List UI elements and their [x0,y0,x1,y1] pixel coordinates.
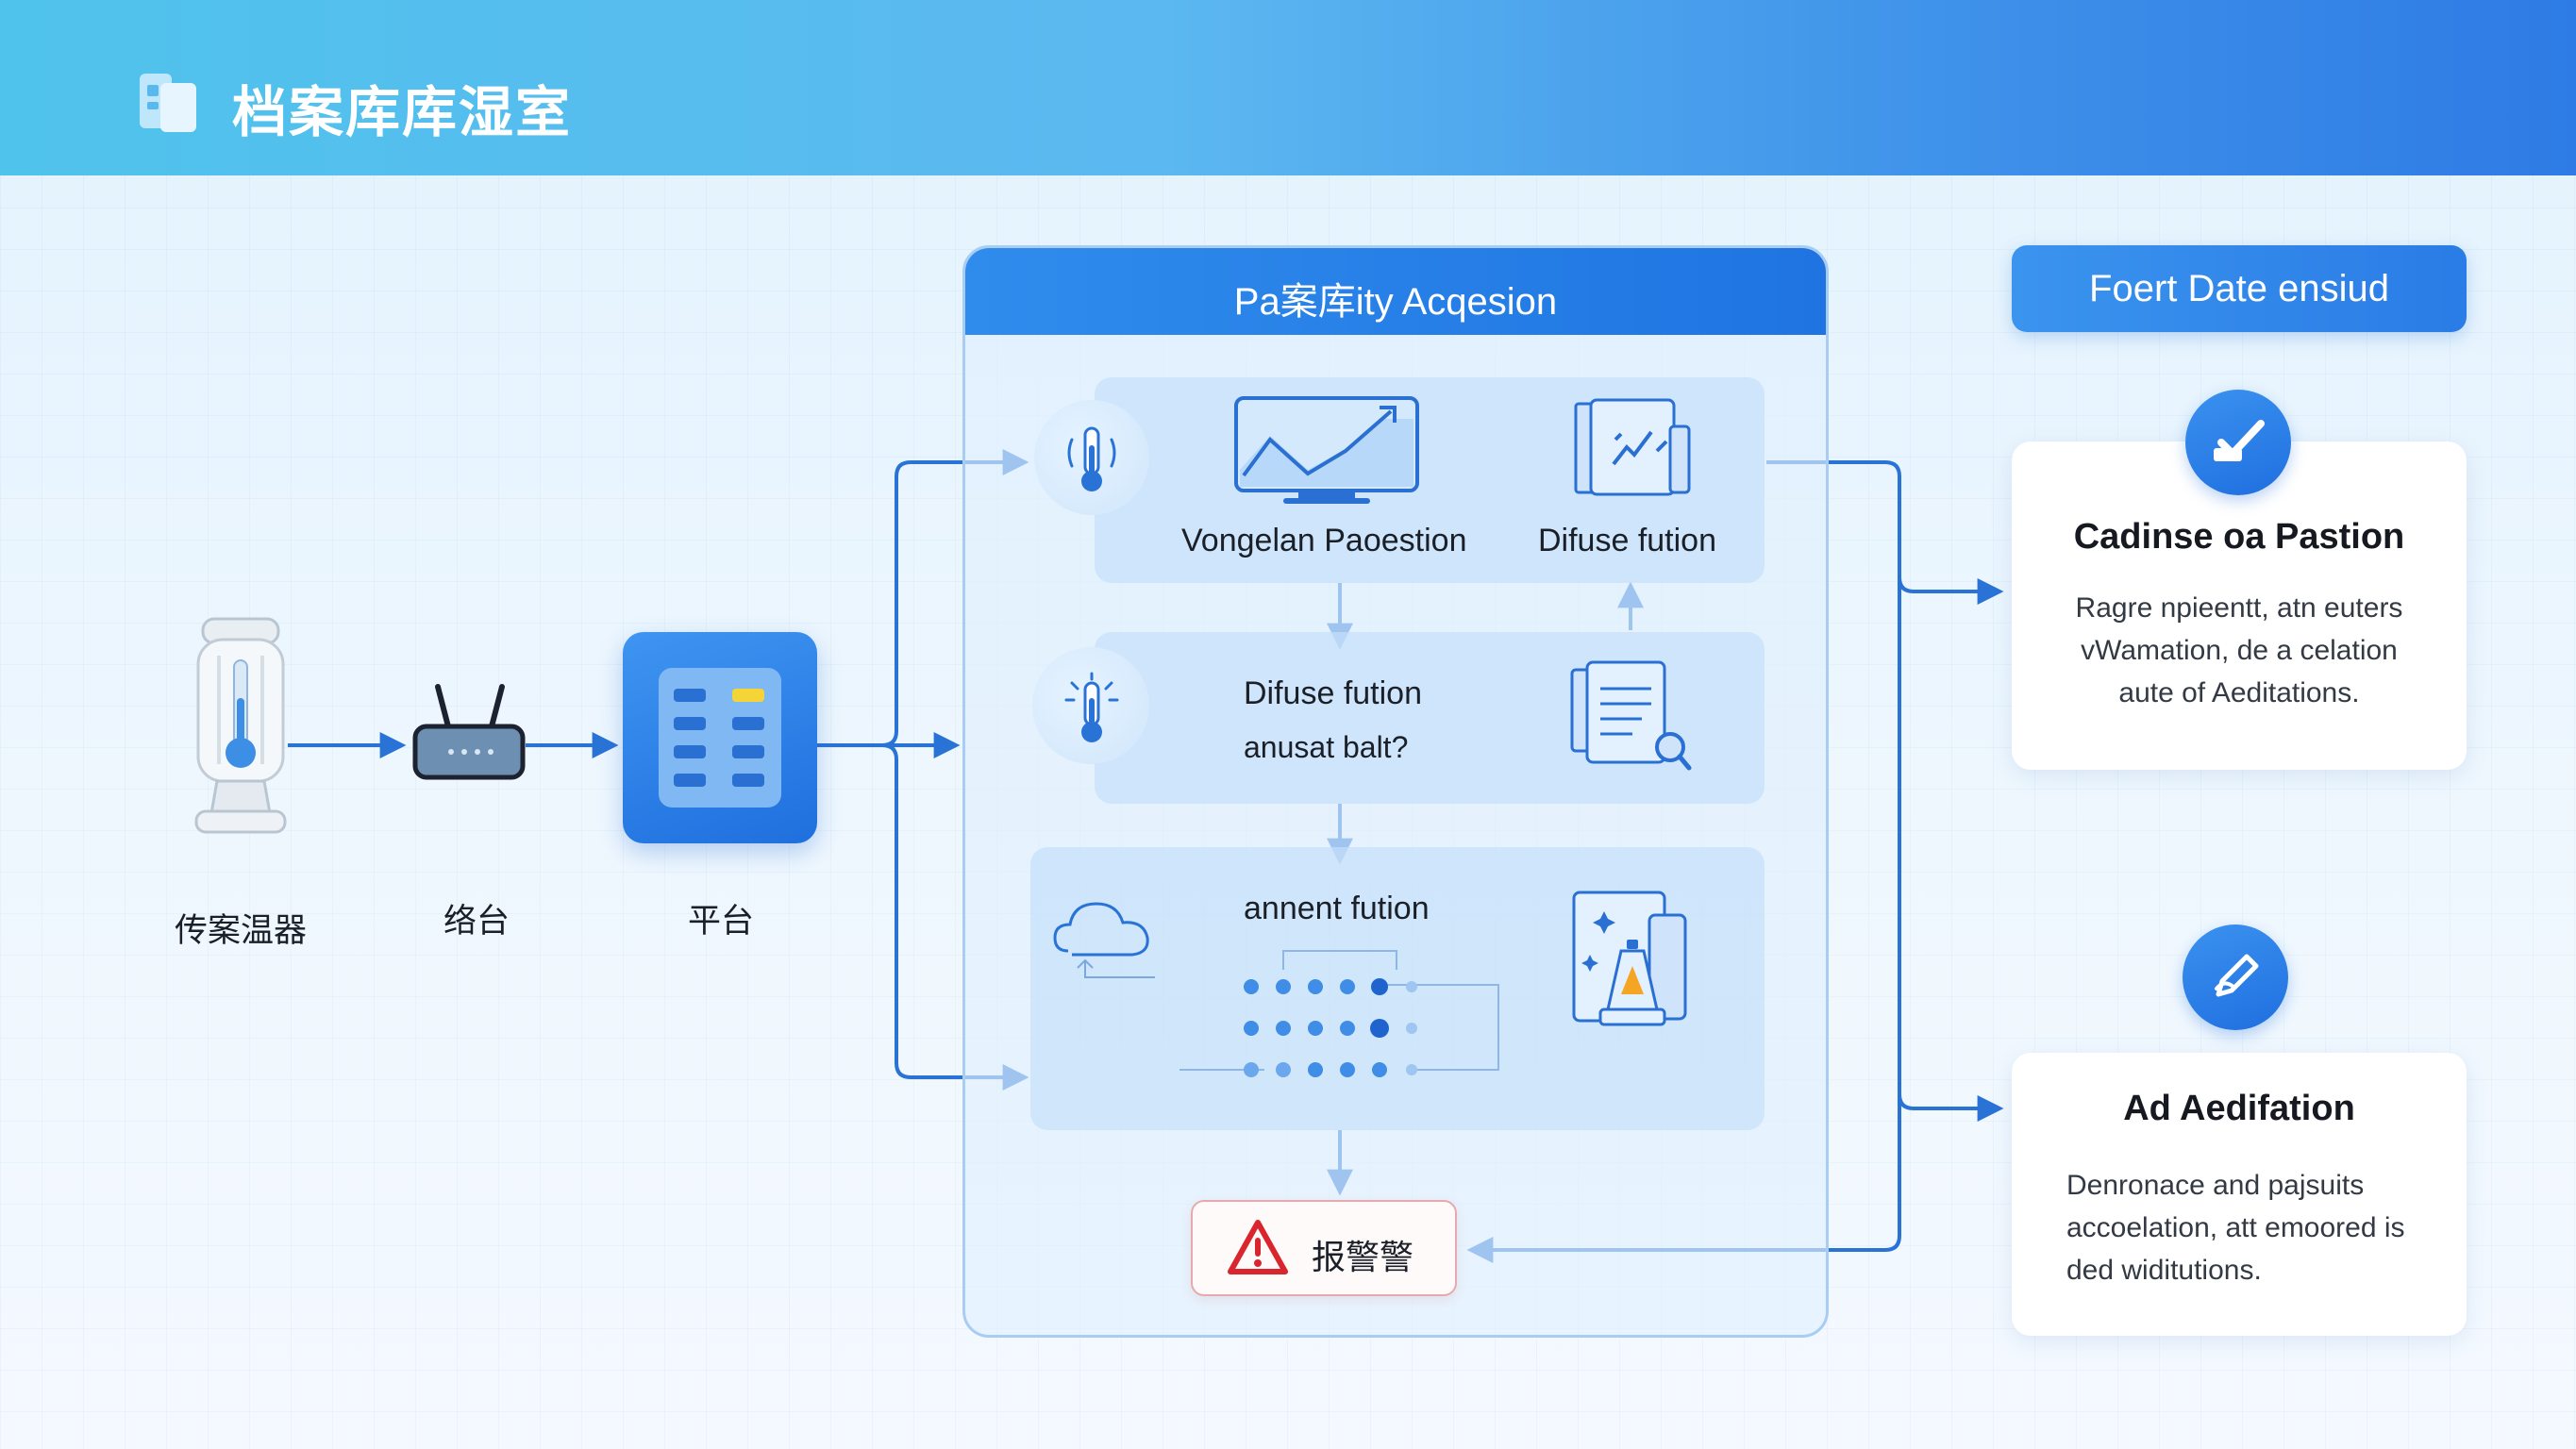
result-card-2: Ad Aedifation Denronace and pajsuits acc… [2012,1053,2467,1336]
result-card-2-line-3: ded widitutions. [2066,1255,2262,1286]
platform-node[interactable] [623,632,817,843]
result-card-1-line-1: Ragre npieentt, atn euters [2075,592,2403,624]
flow-node-platform-label: 平台 [687,903,754,940]
result-card-1-line-3: aute of Aeditations. [2118,677,2360,708]
stage-1-item-1-label: Vongelan Paoestion [1181,523,1467,558]
flow-node-router-label: 络台 [443,903,510,940]
thermometer-icon [1064,672,1119,742]
right-column-header[interactable]: Foert Date ensiud [2012,245,2467,332]
result-card-1: Cadinse oa Pastion Ragre npieentt, atn e… [2012,441,2467,770]
document-alert-icon [1572,891,1687,1026]
document-search-icon [1570,660,1692,771]
result-card-2-body: Denronace and pajsuits accoelation, att … [2066,1164,2453,1291]
warning-triangle-icon [1228,1220,1288,1274]
flow-node-sensor-label: 传案温器 [174,912,307,949]
right-column-header-label: Foert Date ensiud [2089,268,2389,309]
data-matrix-graphic [1179,950,1499,1077]
cloud-icon [1053,902,1155,978]
alarm-label: 报警警 [1312,1238,1414,1276]
server-panel-icon [659,668,781,808]
pen-badge-icon [2183,924,2288,1030]
alarm-box[interactable]: 报警警 [1191,1200,1457,1296]
acquisition-panel-title: Pa案库ity Acqesion [1233,281,1558,323]
stage-1-item-2-label: Difuse fution [1538,523,1716,558]
line-chart-monitor-icon [1234,396,1419,504]
humidity-sensor-device-icon [194,617,287,834]
stage-2-subtitle: anusat balt? [1244,730,1409,764]
document-chart-icon [1574,398,1691,496]
result-card-1-title: Cadinse oa Pastion [2073,517,2405,557]
result-card-2-line-2: accoelation, att emoored is [2066,1212,2405,1243]
check-badge-icon [2185,390,2291,495]
acquisition-panel-header [965,248,1826,335]
stage-2-title: Difuse fution [1244,675,1422,711]
thermometer-icon [1067,426,1116,491]
page-title: 档案库库湿室 [232,82,573,143]
result-card-1-body: Ragre npieentt, atn euters vWamation, de… [2012,587,2467,714]
app-header [0,0,2576,175]
folder-grid-icon [140,74,196,132]
result-card-2-title: Ad Aedifation [2123,1089,2355,1128]
result-card-1-line-2: vWamation, de a celation [2081,635,2398,666]
result-card-2-line-1: Denronace and pajsuits [2066,1170,2365,1201]
router-icon [412,684,526,780]
stage-3-title: annent fution [1244,891,1430,926]
